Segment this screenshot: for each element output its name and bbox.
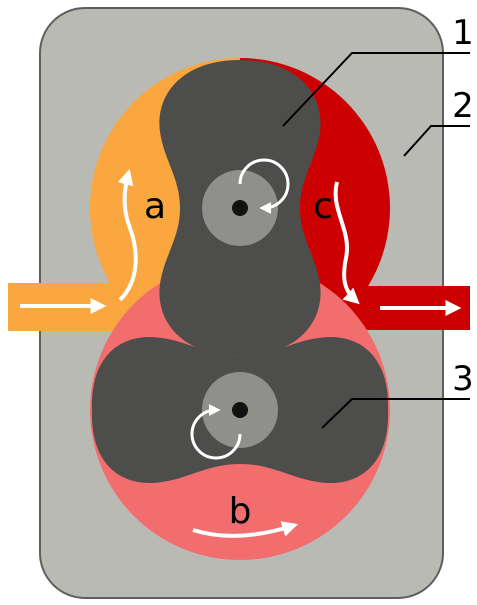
chamber-c-flow-arrow-icon	[333, 181, 360, 305]
label-chamber-b: b	[229, 491, 252, 532]
upper-axle	[232, 200, 248, 216]
rotation-arrow-clockwise-icon	[238, 158, 290, 214]
label-chamber-a: a	[144, 186, 166, 227]
upper-hub	[202, 158, 290, 246]
label-part-3: 3	[452, 359, 474, 399]
lower-hub	[190, 372, 278, 460]
chamber-b-flow-arrow-icon	[192, 521, 299, 538]
lower-axle	[232, 402, 248, 418]
label-part-1: 1	[452, 13, 474, 53]
label-chamber-c: c	[313, 186, 333, 227]
leader-line-2	[403, 125, 470, 157]
label-part-2: 2	[452, 86, 474, 126]
rotation-arrow-counterclockwise-icon	[190, 404, 242, 460]
leader-line-3	[321, 398, 470, 429]
chamber-a-flow-arrow-icon	[117, 168, 138, 302]
leader-line-1	[282, 52, 470, 127]
